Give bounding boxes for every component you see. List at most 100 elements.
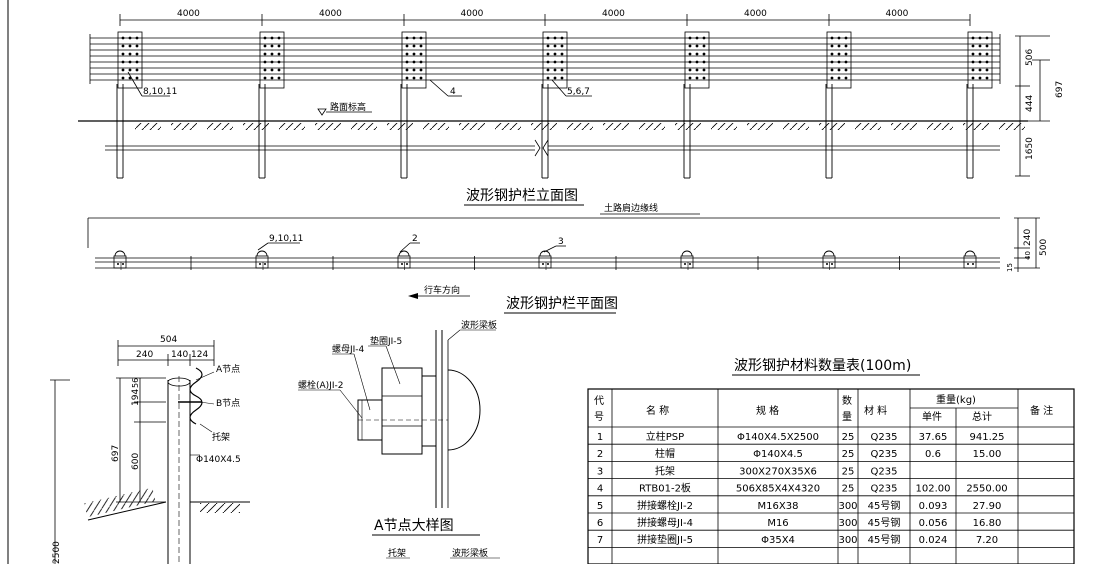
plan-post-cap — [114, 250, 126, 257]
bolt-hole — [419, 44, 423, 48]
dim-56: 56 — [131, 378, 140, 388]
table-cell: 102.00 — [916, 484, 951, 495]
table-cell: 2 — [597, 449, 603, 460]
plan-bolt — [401, 263, 403, 265]
splice-plate — [401, 31, 427, 89]
dim-140: 140 — [171, 350, 188, 360]
table-cell: 16.80 — [973, 518, 1002, 529]
dim-40: 40 — [1024, 251, 1032, 260]
material-table: 波形钢护材料数量表(100m) 代 号 名 称 规 格 数 量 材 料 重量(k… — [587, 358, 1075, 564]
bolt-hole — [277, 68, 281, 72]
bolt-hole — [405, 68, 409, 72]
table-cell: 0.093 — [919, 501, 948, 512]
plan-post-cap — [398, 250, 410, 257]
label-post-diameter: Φ140X4.5 — [196, 455, 241, 465]
bolt-hole — [277, 52, 281, 56]
header-qty-2: 量 — [842, 411, 852, 423]
table-cell: 2550.00 — [966, 484, 1007, 495]
table-cell: 拼接螺母JI-4 — [637, 516, 693, 529]
table-cell: Q235 — [871, 432, 898, 443]
table-cell: RTB01-2板 — [639, 482, 691, 495]
table-cell: 4 — [597, 484, 603, 495]
dim-504: 504 — [160, 335, 177, 345]
bolt-hole — [978, 52, 982, 56]
table-cell: 506X85X4X4320 — [736, 484, 820, 495]
bolt-hole — [270, 68, 274, 72]
bolt-hole — [830, 68, 834, 72]
bolt-hole — [560, 76, 564, 80]
table-cell: 拼接螺栓JI-2 — [637, 499, 693, 512]
bolt-hole — [844, 52, 848, 56]
label-beam-plate: 波形梁板 — [461, 319, 497, 331]
table-title: 波形钢护材料数量表(100m) — [734, 358, 911, 374]
bolt-hole — [121, 52, 125, 56]
table-cell: 300 — [838, 518, 857, 529]
bolt-hole — [688, 76, 692, 80]
bolt-hole — [263, 68, 267, 72]
table-cell: 300 — [838, 501, 857, 512]
dim-1650: 1650 — [1025, 137, 1035, 160]
bolt-hole — [546, 44, 550, 48]
elevation-title: 波形钢护栏立面图 — [466, 188, 578, 204]
span-label: 4000 — [319, 9, 342, 19]
table-cell: 25 — [842, 484, 855, 495]
bolt-hole — [844, 76, 848, 80]
splice-plate — [117, 31, 143, 89]
header-total: 总计 — [972, 410, 992, 423]
ground-hatch — [243, 123, 269, 130]
bolt-hole — [978, 68, 982, 72]
table-cell: M16X38 — [758, 501, 799, 512]
bolt-hole — [978, 76, 982, 80]
bolt-hole — [405, 76, 409, 80]
bolt-hole — [837, 44, 841, 48]
plan-bolt — [684, 263, 686, 265]
ground-hatch — [747, 123, 773, 130]
bolt-hole — [695, 76, 699, 80]
label-b-node: B节点 — [216, 398, 240, 409]
plan-title: 波形钢护栏平面图 — [506, 296, 618, 312]
label-a-node: A节点 — [216, 364, 240, 375]
detail-title: A节点大样图 — [374, 518, 454, 534]
callout-3: 3 — [558, 237, 564, 247]
bolt-hole — [702, 76, 706, 80]
bolt-hole — [837, 68, 841, 72]
bolt-hole — [128, 44, 132, 48]
dim-2500: 2500 — [52, 541, 62, 564]
bolt-hole — [830, 52, 834, 56]
bolt-hole — [277, 44, 281, 48]
table-cell: Q235 — [871, 466, 898, 477]
bolt-hole — [688, 68, 692, 72]
edge-label: 土路肩边缘线 — [604, 202, 658, 214]
dim-697-section: 697 — [111, 445, 121, 462]
bolt-hole — [128, 52, 132, 56]
bolt-hole — [121, 76, 125, 80]
dim-240: 240 — [1023, 229, 1033, 246]
splice-plate — [684, 31, 710, 89]
bolt-hole — [121, 68, 125, 72]
bolt-hole — [128, 68, 132, 72]
bolt-hole — [419, 68, 423, 72]
bolt-hole — [135, 76, 139, 80]
table-cell: 27.90 — [973, 501, 1002, 512]
dim-506: 506 — [1025, 49, 1035, 66]
bolt-hole — [560, 44, 564, 48]
table-cell: 25 — [842, 449, 855, 460]
plan-bolt — [689, 263, 691, 265]
ground-hatch — [207, 123, 233, 130]
wave-beam-profile — [189, 367, 203, 425]
direction-label: 行车方向 — [424, 284, 460, 296]
ground-hatch — [999, 123, 1025, 130]
header-material: 材 料 — [864, 404, 887, 417]
table-cell: 300 — [838, 535, 857, 546]
ground-hatch — [171, 123, 197, 130]
bolt-hole — [971, 52, 975, 56]
plan-post-base — [397, 255, 411, 269]
plan-bolt — [259, 263, 261, 265]
span-label: 4000 — [886, 9, 909, 19]
bolt-hole — [830, 44, 834, 48]
ground-hatch — [891, 123, 917, 130]
bolt-hole — [702, 68, 706, 72]
bolt-hole — [270, 52, 274, 56]
table-cell: 45号钢 — [868, 499, 901, 512]
ground-hatch — [927, 123, 953, 130]
